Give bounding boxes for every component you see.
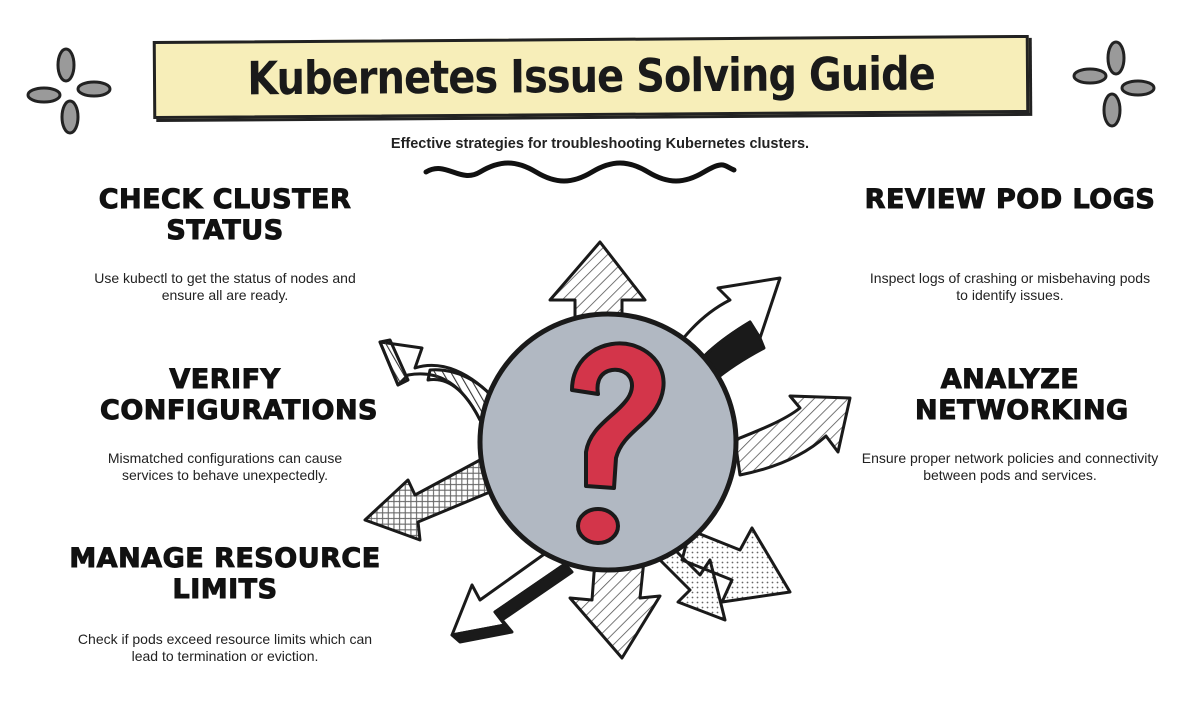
section-text: Mismatched configurations can cause serv… — [107, 450, 343, 483]
page-subtitle: Effective strategies for troubleshooting… — [390, 136, 810, 152]
arrow-icon-down-left-long — [450, 548, 567, 637]
section-manage-resource-limits: Manage Resource Limits Check if pods exc… — [50, 543, 400, 665]
section-text: Use kubectl to get the status of nodes a… — [94, 270, 356, 303]
sparkle-icon-left — [26, 47, 112, 135]
sparkle-icon-right — [1072, 40, 1156, 128]
section-heading: Manage Resource Limits — [69, 543, 381, 606]
section-review-pod-logs: Review Pod Logs Inspect logs of crashing… — [835, 184, 1185, 304]
squiggle-divider — [423, 160, 737, 184]
section-heading: Analyze Networking — [915, 364, 1129, 427]
section-text: Inspect logs of crashing or misbehaving … — [869, 270, 1151, 303]
section-verify-configurations: Verify Configurations Mismatched configu… — [50, 364, 400, 484]
section-heading: Check Cluster Status — [98, 184, 352, 247]
section-analyze-networking: Analyze Networking Ensure proper network… — [835, 364, 1185, 484]
section-text: Check if pods exceed resource limits whi… — [77, 631, 373, 664]
arrow-icon-down — [568, 558, 662, 660]
question-mark-icon — [570, 341, 666, 545]
section-heading: Review Pod Logs — [864, 184, 1156, 216]
question-arrows-illustration — [363, 240, 852, 660]
section-check-cluster-status: Check Cluster Status Use kubectl to get … — [50, 184, 400, 304]
arrow-icon-down-left — [363, 458, 492, 542]
page-title: Kubernetes Issue Solving Guide — [247, 48, 935, 106]
section-text: Ensure proper network policies and conne… — [861, 450, 1159, 483]
section-heading: Verify Configurations — [100, 364, 379, 427]
title-banner: Kubernetes Issue Solving Guide — [152, 34, 1030, 120]
arrow-icon-right — [733, 394, 852, 477]
